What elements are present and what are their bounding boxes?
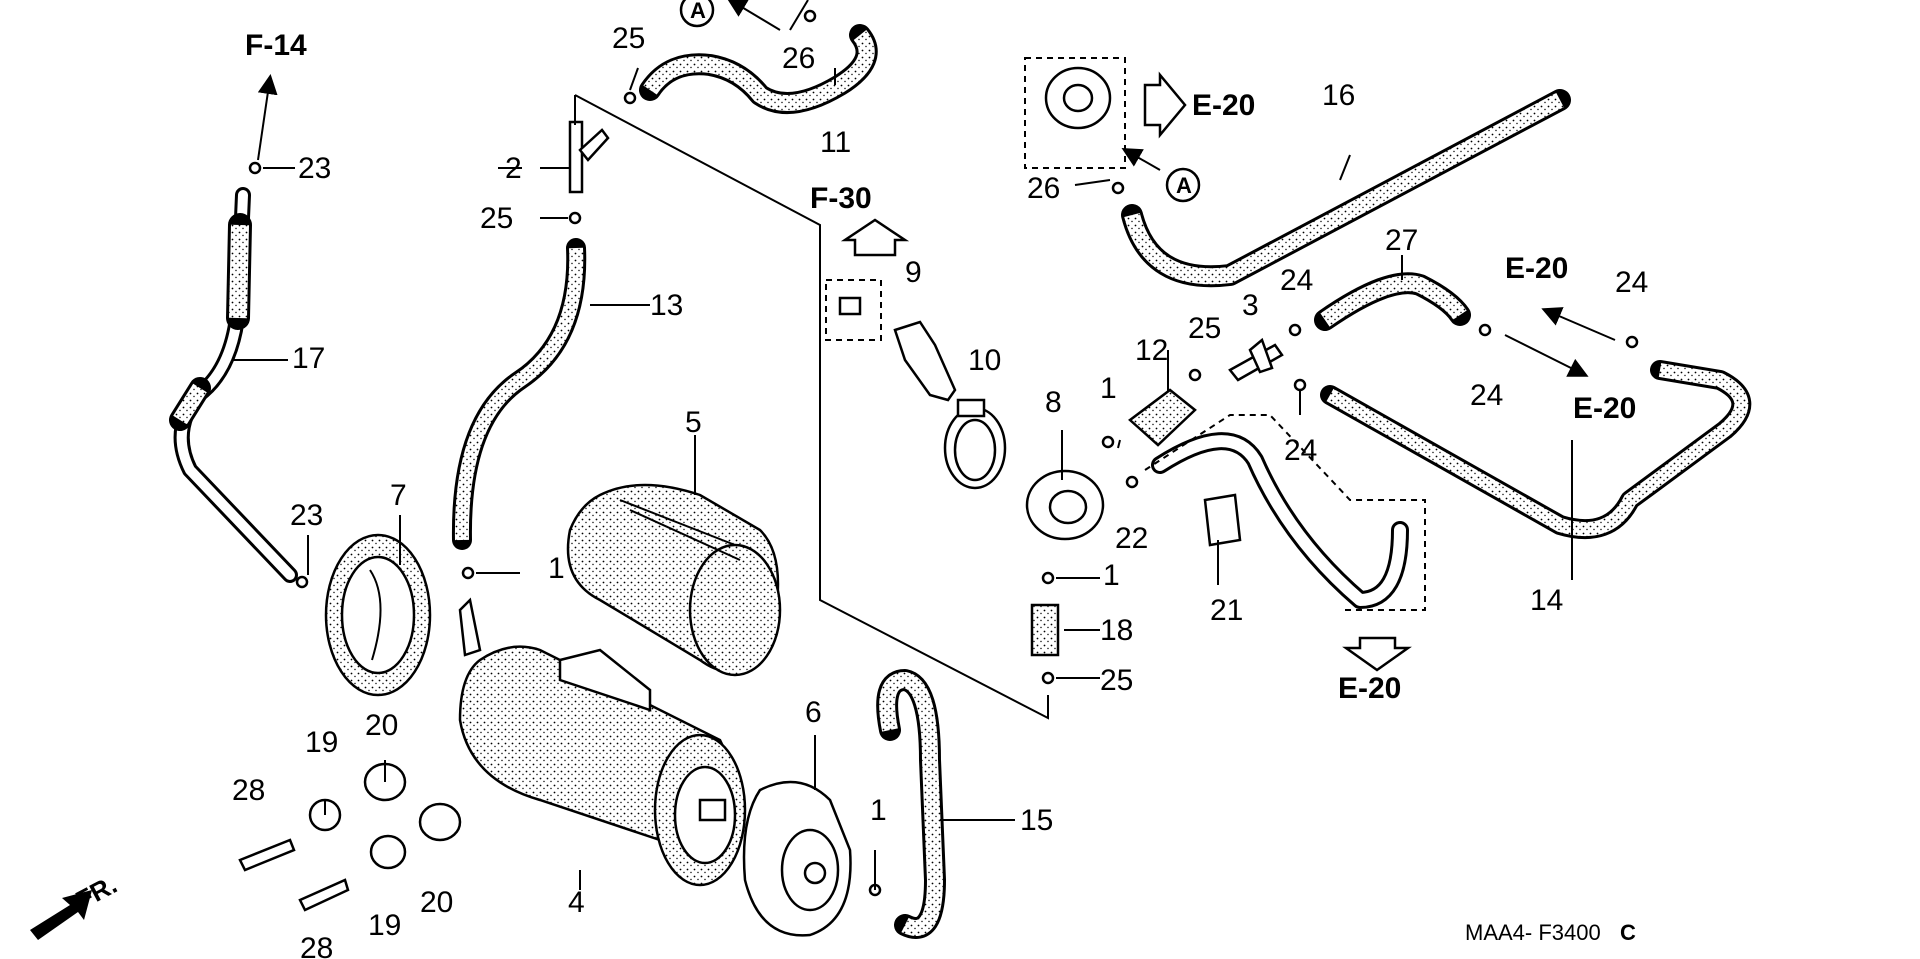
label-20b: 20 xyxy=(420,886,453,919)
ref-e20-left: E-20 xyxy=(1505,252,1568,285)
ref-e20-valve: E-20 xyxy=(1192,89,1255,122)
ref-e20-bottom: E-20 xyxy=(1338,672,1401,705)
label-5: 5 xyxy=(685,406,702,439)
label-25a: 25 xyxy=(612,22,645,55)
label-13: 13 xyxy=(650,289,683,322)
label-21: 21 xyxy=(1210,594,1243,627)
marker-a-valve-label: A xyxy=(1176,173,1192,198)
label-4: 4 xyxy=(568,886,585,919)
label-3: 3 xyxy=(1242,289,1259,322)
ref-f30: F-30 xyxy=(810,182,872,215)
hose-13 xyxy=(451,238,587,550)
leader-lines xyxy=(232,67,1573,890)
valve-top xyxy=(1044,66,1112,130)
cap-6 xyxy=(742,780,852,937)
label-28a: 28 xyxy=(232,774,265,807)
bracket-9 xyxy=(838,296,957,402)
hose-27 xyxy=(1314,272,1471,331)
label-25b: 25 xyxy=(480,202,513,235)
hose-11 xyxy=(639,24,878,114)
label-20a: 20 xyxy=(365,709,398,742)
label-1a: 1 xyxy=(548,552,565,585)
label-9: 9 xyxy=(905,256,922,289)
label-22: 22 xyxy=(1115,522,1148,555)
label-24b: 24 xyxy=(1284,434,1317,467)
label-26a: 26 xyxy=(782,42,815,75)
callout-labels: 1 1 1 1 2 3 4 5 6 7 8 9 10 11 12 13 14 1… xyxy=(232,22,1648,959)
label-8: 8 xyxy=(1045,386,1062,419)
ref-e20-right: E-20 xyxy=(1573,392,1636,425)
label-24d: 24 xyxy=(1615,266,1648,299)
ref-f14: F-14 xyxy=(245,29,307,62)
canister-4 xyxy=(458,597,747,887)
hose-14 xyxy=(1320,360,1752,540)
dashed-boxes xyxy=(825,57,1426,611)
label-1d: 1 xyxy=(870,794,887,827)
label-1c: 1 xyxy=(1103,559,1120,592)
clamp-10 xyxy=(943,398,1007,490)
label-26b: 26 xyxy=(1027,172,1060,205)
label-19a: 19 xyxy=(305,726,338,759)
tjoint-3 xyxy=(1228,337,1284,382)
reference-labels: F-14 F-30 E-20 E-20 E-20 E-20 xyxy=(245,29,1636,705)
label-2: 2 xyxy=(505,152,522,185)
label-11: 11 xyxy=(820,126,851,159)
hose-16 xyxy=(1121,89,1571,288)
label-23b: 23 xyxy=(290,499,323,532)
label-24a: 24 xyxy=(1280,264,1313,297)
diagram-code-suffix: C xyxy=(1620,920,1636,945)
label-19b: 19 xyxy=(368,909,401,942)
label-15: 15 xyxy=(1020,804,1053,837)
coupling-12 xyxy=(1128,388,1197,447)
marker-a-valve xyxy=(1165,167,1201,203)
label-10: 10 xyxy=(968,344,1001,377)
hose-15 xyxy=(876,669,946,939)
clip-21 xyxy=(1203,493,1242,547)
label-24c: 24 xyxy=(1470,379,1503,412)
label-6: 6 xyxy=(805,696,822,729)
filter-cover-5 xyxy=(566,483,782,677)
label-12: 12 xyxy=(1135,334,1168,367)
label-18: 18 xyxy=(1100,614,1133,647)
valve-8 xyxy=(1025,469,1105,541)
direction-arrows xyxy=(30,0,1616,940)
hose-17 xyxy=(169,187,298,583)
label-7: 7 xyxy=(390,479,407,512)
marker-a-top-label: A xyxy=(690,0,706,23)
label-16: 16 xyxy=(1322,79,1355,112)
label-23a: 23 xyxy=(298,152,331,185)
joint-2 xyxy=(568,120,610,194)
vent-hose xyxy=(1151,432,1409,609)
diagram-code: MAA4- F3400 xyxy=(1465,920,1601,945)
ring-7 xyxy=(324,533,432,697)
label-27: 27 xyxy=(1385,224,1418,257)
marker-a-top xyxy=(679,0,715,28)
label-28b: 28 xyxy=(300,932,333,959)
label-25c: 25 xyxy=(1188,312,1221,345)
clips xyxy=(248,9,1639,897)
label-25d: 25 xyxy=(1100,664,1133,697)
sleeve-18 xyxy=(1030,603,1060,657)
label-1b: 1 xyxy=(1100,372,1117,405)
label-17: 17 xyxy=(292,342,325,375)
label-14: 14 xyxy=(1530,584,1563,617)
